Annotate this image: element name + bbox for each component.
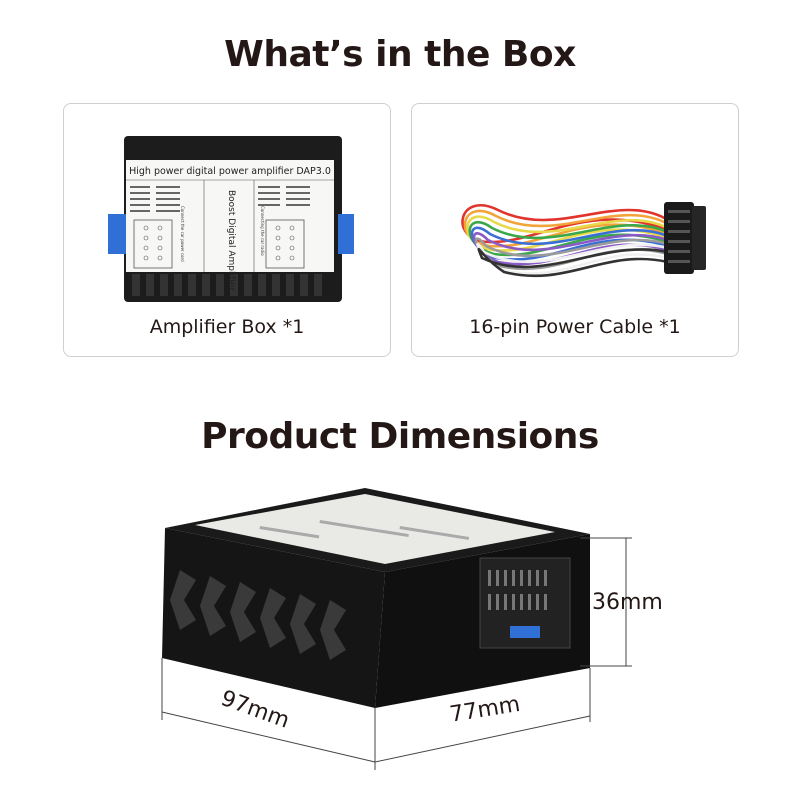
whats-in-the-box-heading: What’s in the Box (224, 34, 576, 75)
amplifier-box-image: High power digital power amplifier DAP3.… (108, 136, 354, 302)
product-dimensions-heading: Product Dimensions (201, 416, 599, 457)
amplifier-label-left-vertical: Connect the car power cord (180, 206, 185, 262)
amplifier-label-right-vertical: Connecting the car radio (260, 206, 265, 256)
amplifier-label-center: Boost Digital Amplifier (226, 190, 236, 291)
amplifier-label-title: High power digital power amplifier DAP3.… (129, 166, 331, 177)
power-cable-card: 16-pin Power Cable *1 (411, 103, 739, 357)
amplifier-3d-image (161, 488, 632, 770)
amplifier-box-caption: Amplifier Box *1 (149, 316, 305, 338)
amplifier-box-card: High power digital power amplifier DAP3.… (63, 103, 391, 357)
height-dimension-label: 36mm (592, 590, 663, 615)
power-cable-caption: 16-pin Power Cable *1 (469, 316, 681, 338)
power-cable-image (461, 202, 706, 278)
